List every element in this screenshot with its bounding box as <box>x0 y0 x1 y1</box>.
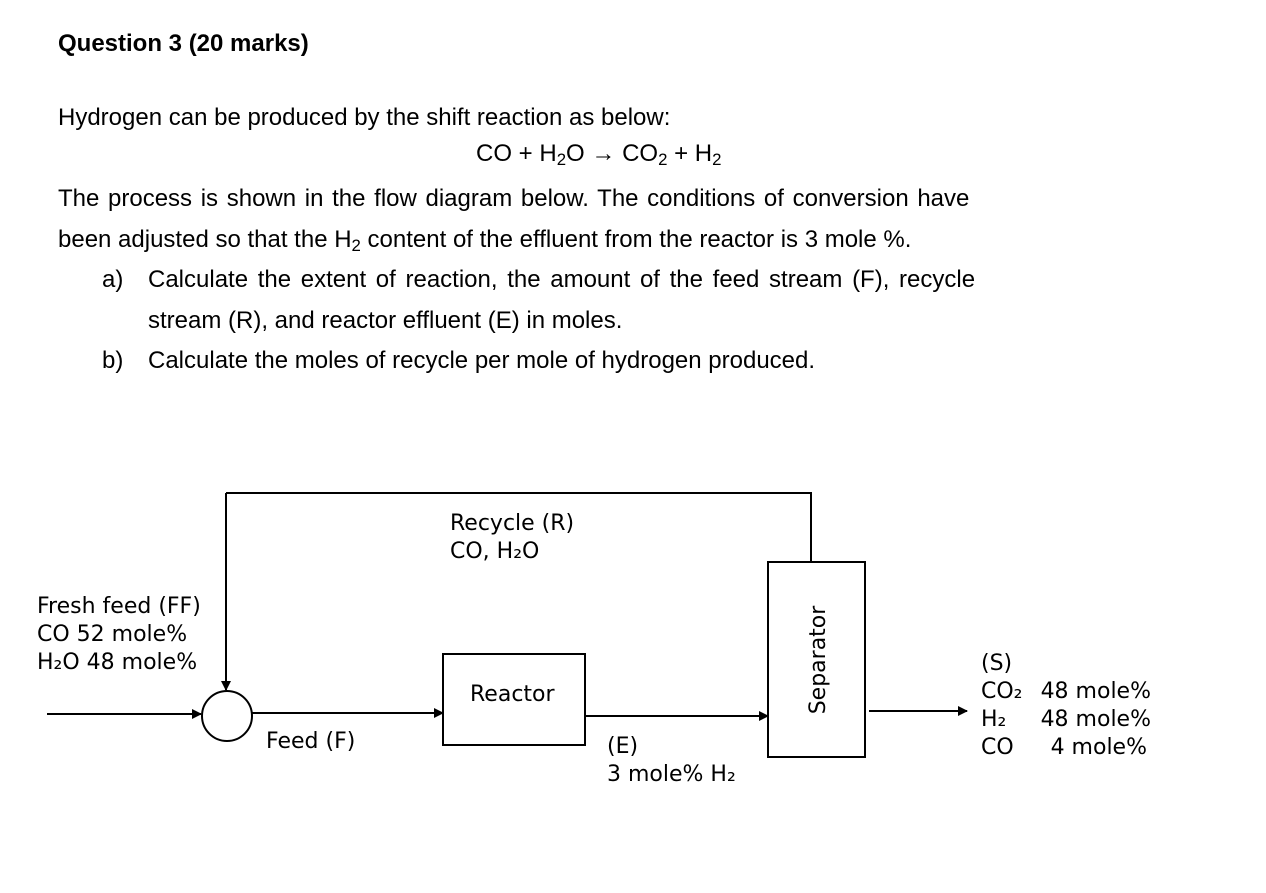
item-text: Calculate the extent of reaction, the am… <box>148 266 976 293</box>
intro-text: Hydrogen can be produced by the shift re… <box>58 104 671 131</box>
eq-plus: + <box>674 140 689 167</box>
question-item-a-cont: stream (R), and reactor effluent (E) in … <box>148 307 623 334</box>
separator-box <box>767 561 866 758</box>
fresh-feed-label: Fresh feed (FF) CO 52 mole% H₂O 48 mole% <box>37 594 201 675</box>
eq-product-h2: H2 <box>694 140 722 170</box>
question-item-b: b) Calculate the moles of recycle per mol… <box>102 341 815 381</box>
question-item-a: a) Calculate the extent of reaction, the … <box>102 260 975 300</box>
item-marker: a) <box>102 266 124 293</box>
mixer-node <box>201 690 253 742</box>
process-description-line2: been adjusted so that the H2 content of … <box>58 226 912 256</box>
reaction-equation: CO + H2O → CO2 + H2 <box>476 140 721 168</box>
recycle-label: Recycle (R) CO, H₂O <box>450 511 575 564</box>
product-tag: (S) <box>981 651 1013 676</box>
reactor-label: Reactor <box>470 682 555 707</box>
separator-label: Separator <box>806 605 831 715</box>
eq-reactant-h2o: H2O <box>539 140 585 170</box>
item-marker: b) <box>102 347 124 374</box>
effluent-label: (E) 3 mole% H₂ <box>607 734 736 787</box>
eq-arrow: → <box>591 140 616 167</box>
reactor-box <box>442 653 586 746</box>
feed-stream-label: Feed (F) <box>266 729 356 754</box>
item-text: Calculate the moles of recycle per mole … <box>148 347 816 374</box>
eq-plus: + <box>518 140 533 167</box>
process-description-line1: The process is shown in the flow diagram… <box>58 185 970 212</box>
eq-reactant-co: CO <box>476 140 512 167</box>
question-heading: Question 3 (20 marks) <box>58 30 309 57</box>
eq-product-co2: CO2 <box>622 140 668 170</box>
